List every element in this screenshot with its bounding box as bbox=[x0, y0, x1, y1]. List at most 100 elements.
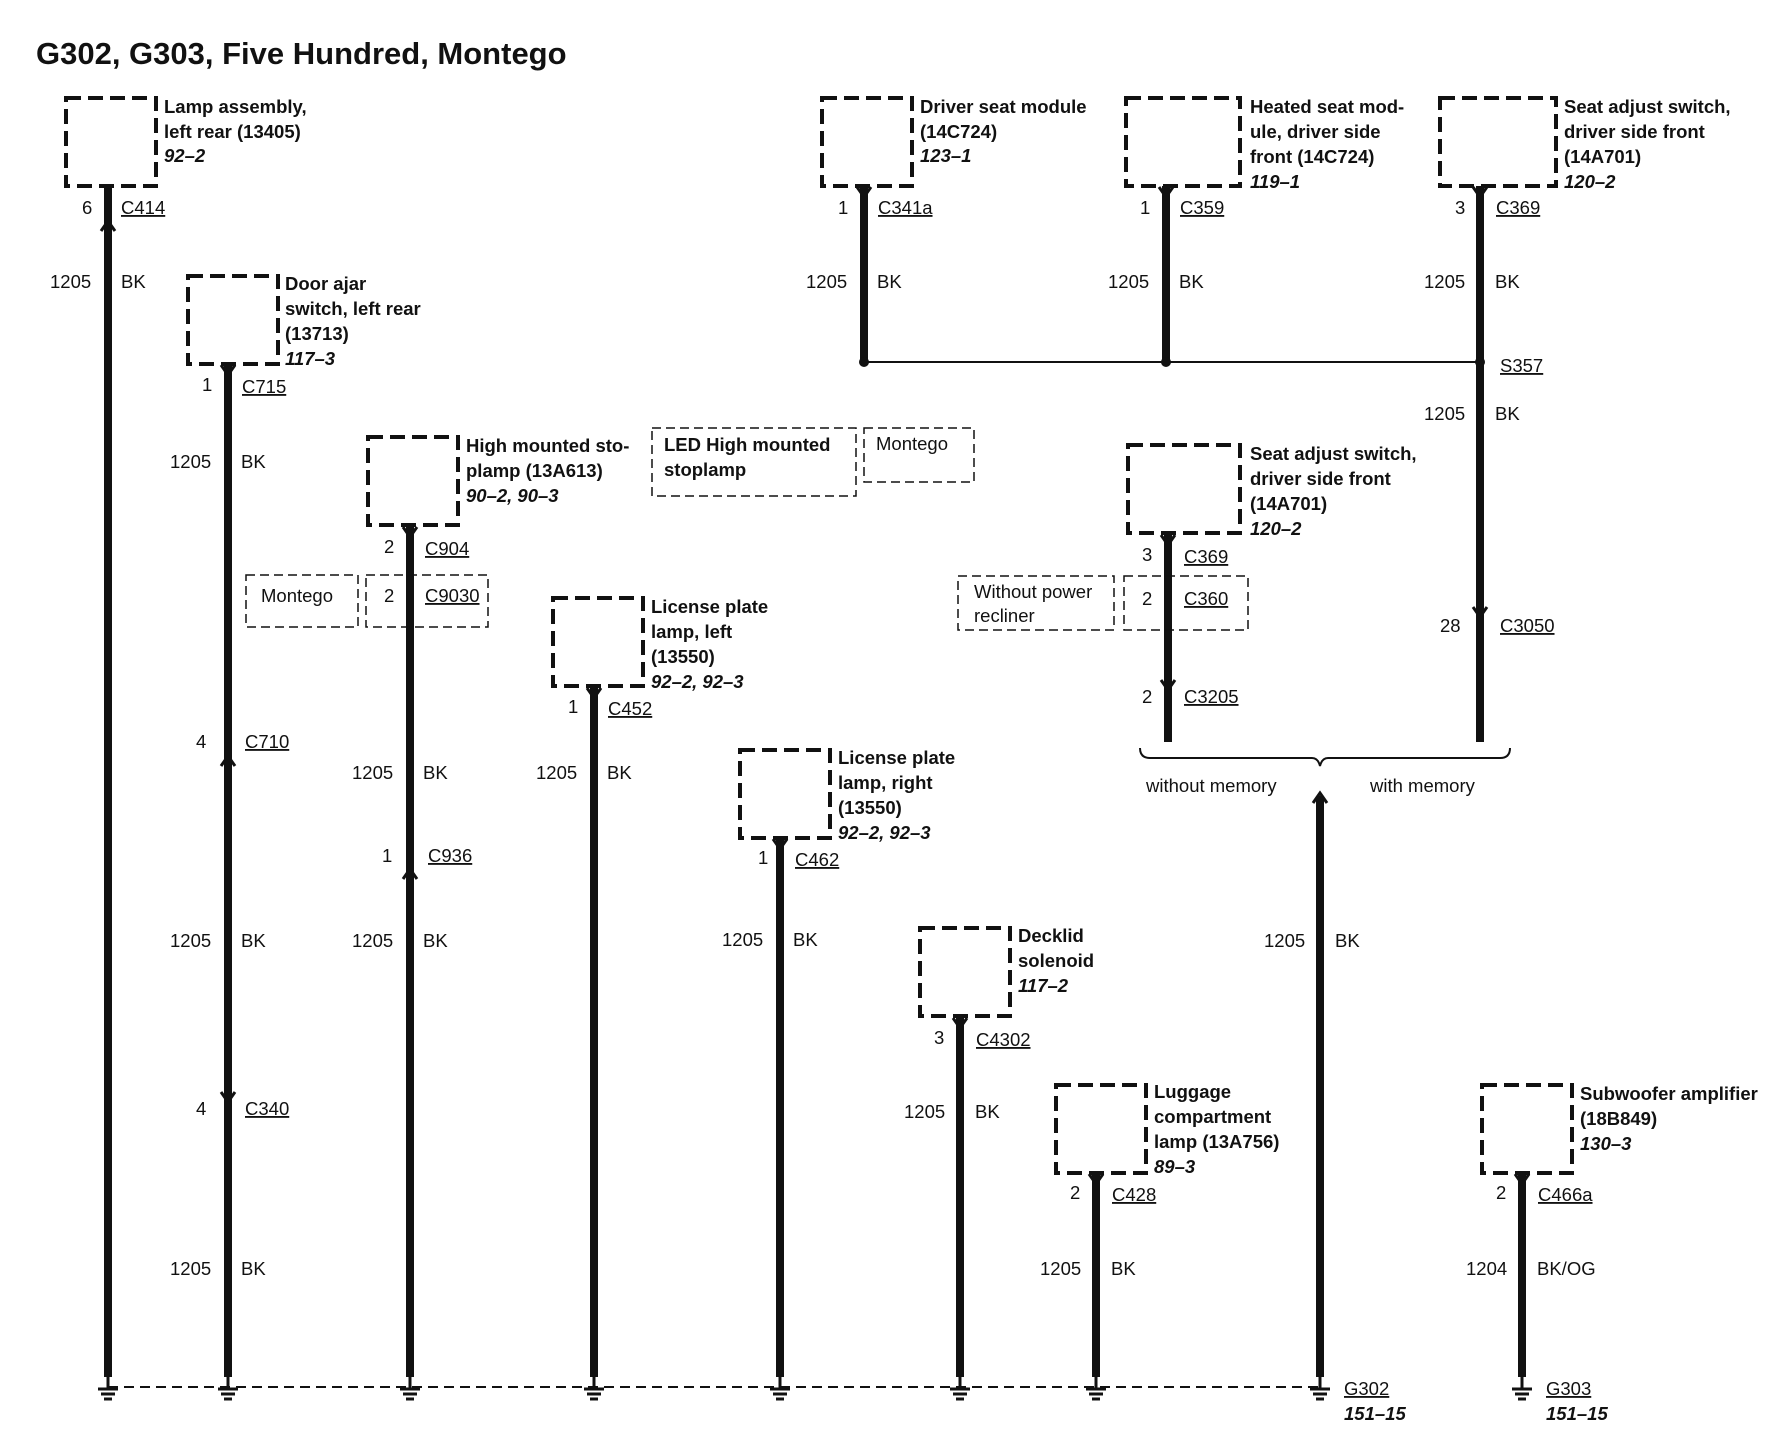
wire-number: 1205 bbox=[170, 930, 211, 951]
component-ref: 123–1 bbox=[920, 145, 971, 166]
component-ref: 119–1 bbox=[1250, 171, 1300, 192]
pin-number: 2 bbox=[1142, 588, 1152, 609]
wire-color: BK bbox=[241, 1258, 266, 1279]
seat-adjust-switch-middle: Seat adjust switch, driver side front (1… bbox=[957, 443, 1417, 742]
wire-number: 1204 bbox=[1466, 1258, 1507, 1279]
component-label-line-1: High mounted sto- bbox=[466, 435, 629, 456]
ground-ref-g303: 151–15 bbox=[1546, 1403, 1608, 1424]
wire-number: 1205 bbox=[50, 271, 91, 292]
wire-number: 1205 bbox=[904, 1101, 945, 1122]
wire-number: 1205 bbox=[352, 930, 393, 951]
pin-number: 2 bbox=[1142, 686, 1152, 707]
component-label-line-1: Driver seat module bbox=[920, 96, 1087, 117]
recliner-connector-box bbox=[1123, 575, 1249, 631]
ground-icon bbox=[948, 1373, 972, 1401]
connector-label: C710 bbox=[245, 731, 289, 752]
wire-number: 1205 bbox=[806, 271, 847, 292]
pin-number: 3 bbox=[1142, 544, 1152, 565]
component-label-line-1: Heated seat mod- bbox=[1250, 96, 1404, 117]
license-plate-lamp-left: License plate lamp, left (13550) 92–2, 9… bbox=[536, 596, 768, 1401]
pin-number: 2 bbox=[1496, 1182, 1506, 1203]
driver-seat-module: Driver seat module (14C724) 123–1 1 C341… bbox=[806, 96, 1087, 362]
wire-color: BK bbox=[975, 1101, 1000, 1122]
wire-number: 1205 bbox=[352, 762, 393, 783]
wire-color: BK bbox=[241, 451, 266, 472]
component-ref: 130–3 bbox=[1580, 1133, 1632, 1154]
wire-color: BK bbox=[1335, 930, 1360, 951]
luggage-compartment-lamp: Luggage compartment lamp (13A756) 89–3 2… bbox=[1040, 1081, 1279, 1401]
component-label-line-3: front (14C724) bbox=[1250, 146, 1374, 167]
subwoofer-amplifier: Subwoofer amplifier (18B849) 130–3 2 C46… bbox=[1466, 1083, 1758, 1424]
component-ref: 90–2, 90–3 bbox=[466, 485, 559, 506]
component-label-line-1: Subwoofer amplifier bbox=[1580, 1083, 1758, 1104]
component-label-line-1: License plate bbox=[838, 747, 955, 768]
component-label-line-2: compartment bbox=[1154, 1106, 1271, 1127]
connector-label: C3050 bbox=[1500, 615, 1555, 636]
component-label-line-2: driver side front bbox=[1250, 468, 1391, 489]
option-label-line-2: stoplamp bbox=[664, 459, 746, 480]
component-ref: 89–3 bbox=[1154, 1156, 1196, 1177]
decklid-solenoid: Decklid solenoid 117–2 3 C4302 1205 BK bbox=[904, 925, 1094, 1401]
wire-color: BK bbox=[877, 271, 902, 292]
ground-label-g302: G302 bbox=[1344, 1378, 1389, 1399]
wire-color: BK bbox=[121, 271, 146, 292]
option-box bbox=[651, 427, 857, 497]
door-ajar-switch-left-rear: Door ajar switch, left rear (13713) 117–… bbox=[170, 273, 421, 1401]
pin-number: 4 bbox=[196, 731, 206, 752]
connector-label: C369 bbox=[1184, 546, 1228, 567]
component-label-line-2: ule, driver side bbox=[1250, 121, 1381, 142]
component-label-line-2: switch, left rear bbox=[285, 298, 421, 319]
option-bracket bbox=[1139, 747, 1511, 767]
option-label: Montego bbox=[876, 433, 948, 454]
wire-number: 1205 bbox=[170, 1258, 211, 1279]
component-label-line-2: lamp, right bbox=[838, 772, 933, 793]
component-label-line-2: (18B849) bbox=[1580, 1108, 1657, 1129]
ground-icon bbox=[582, 1373, 606, 1401]
component-box bbox=[1126, 443, 1242, 535]
component-box bbox=[918, 926, 1012, 1018]
pin-number: 1 bbox=[382, 845, 392, 866]
connector-label: C414 bbox=[121, 197, 165, 218]
connector-label: C936 bbox=[428, 845, 472, 866]
connector-label: C360 bbox=[1184, 588, 1228, 609]
ground-ref-g302: 151–15 bbox=[1344, 1403, 1406, 1424]
ground-icon bbox=[1510, 1373, 1534, 1401]
wire-color: BK bbox=[1495, 403, 1520, 424]
connector-label: C3205 bbox=[1184, 686, 1239, 707]
component-label-line-1: License plate bbox=[651, 596, 768, 617]
component-label-line-1: Lamp assembly, bbox=[164, 96, 307, 117]
component-label-line-3: lamp (13A756) bbox=[1154, 1131, 1279, 1152]
wire-number: 1205 bbox=[1040, 1258, 1081, 1279]
option-label-line-2: recliner bbox=[974, 605, 1035, 626]
component-ref: 92–2 bbox=[164, 145, 206, 166]
license-plate-lamp-right: License plate lamp, right (13550) 92–2, … bbox=[722, 747, 955, 1401]
splice-dot bbox=[1475, 357, 1485, 367]
pin-number: 2 bbox=[384, 536, 394, 557]
connector-label: C452 bbox=[608, 698, 652, 719]
wire-number: 1205 bbox=[1424, 271, 1465, 292]
ground-label-g303: G303 bbox=[1546, 1378, 1591, 1399]
component-ref: 120–2 bbox=[1564, 171, 1616, 192]
component-box bbox=[366, 435, 460, 527]
connector-label: C462 bbox=[795, 849, 839, 870]
component-label-line-1: Luggage bbox=[1154, 1081, 1231, 1102]
component-label-line-2: driver side front bbox=[1564, 121, 1705, 142]
component-ref: 117–3 bbox=[285, 348, 336, 369]
wire-color: BK bbox=[607, 762, 632, 783]
component-ref: 92–2, 92–3 bbox=[651, 671, 744, 692]
led-high-mounted-stoplamp: LED High mounted stoplamp Montego bbox=[651, 427, 975, 497]
component-ref: 117–2 bbox=[1018, 975, 1069, 996]
pin-number: 4 bbox=[196, 1098, 206, 1119]
wire-number: 1205 bbox=[722, 929, 763, 950]
component-label-line-3: (13713) bbox=[285, 323, 349, 344]
connector-label: C359 bbox=[1180, 197, 1224, 218]
wire-color: BK bbox=[1179, 271, 1204, 292]
wire-color: BK bbox=[423, 930, 448, 951]
option-label-line-1: Without power bbox=[974, 581, 1092, 602]
connector-label: C904 bbox=[425, 538, 469, 559]
wire-number: 1205 bbox=[536, 762, 577, 783]
montego-option-box bbox=[863, 427, 975, 483]
component-label-line-1: Seat adjust switch, bbox=[1250, 443, 1417, 464]
component-label-line-3: (13550) bbox=[651, 646, 715, 667]
connector-label: C715 bbox=[242, 376, 286, 397]
